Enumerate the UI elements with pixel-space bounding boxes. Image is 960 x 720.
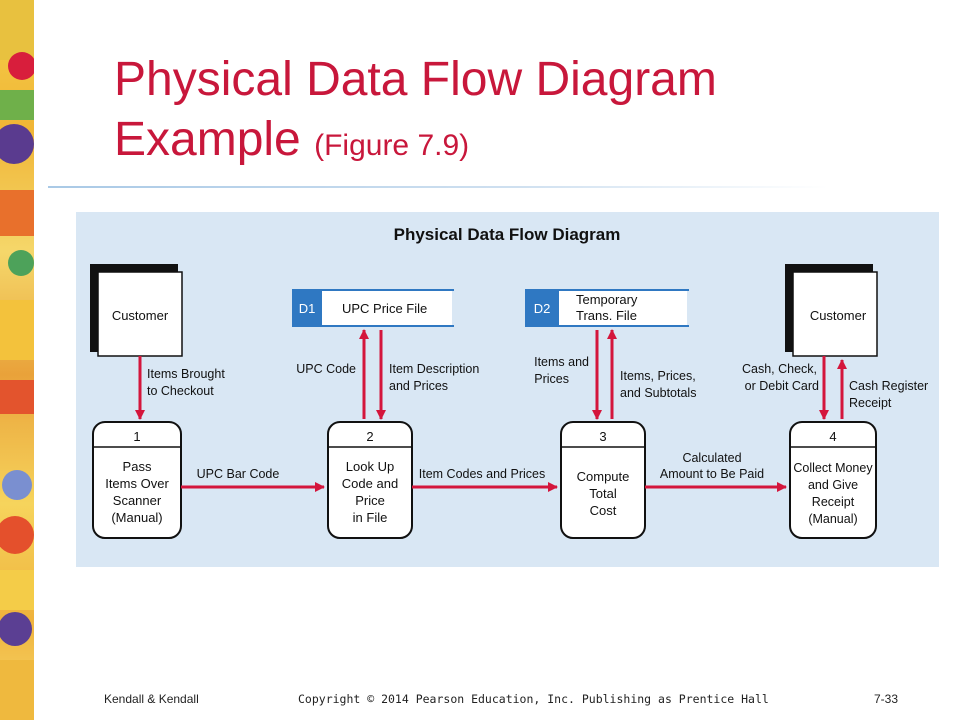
process-label-line: Collect Money — [793, 461, 873, 475]
flow-label: Cash Register — [849, 379, 928, 393]
process-number: 3 — [599, 429, 606, 444]
footer-page-number: 7-33 — [874, 692, 899, 706]
strip-dot — [0, 516, 34, 554]
process-label-line: Total — [589, 486, 617, 501]
strip-dot — [0, 612, 32, 646]
flow-label: UPC Bar Code — [197, 467, 280, 481]
title-line2: Example — [114, 113, 301, 166]
process-label-line: Scanner — [113, 493, 162, 508]
strip-band — [0, 300, 34, 360]
process-number: 4 — [829, 429, 836, 444]
slide-title: Physical Data Flow Diagram Example (Figu… — [114, 50, 717, 176]
flow-label: and Subtotals — [620, 386, 696, 400]
process-2: 2 Look Up Code and Price in File — [327, 421, 413, 539]
process-label-line: Look Up — [346, 459, 394, 474]
diagram-heading: Physical Data Flow Diagram — [394, 225, 621, 244]
decorative-side-strip — [0, 0, 34, 720]
diagram-panel: Physical Data Flow Diagram Customer Cust… — [76, 212, 939, 567]
flow-label: Item Codes and Prices — [419, 467, 545, 481]
strip-dot — [8, 52, 34, 80]
process-label-line: Cost — [590, 503, 617, 518]
strip-dot — [2, 470, 32, 500]
entity-label: Customer — [112, 308, 169, 323]
process-1: 1 Pass Items Over Scanner (Manual) — [92, 421, 182, 539]
footer-author: Kendall & Kendall — [104, 692, 199, 706]
data-store-d1: D1 UPC Price File — [292, 289, 454, 327]
process-label-line: Compute — [577, 469, 630, 484]
process-label-line: Price — [355, 493, 385, 508]
process-3: 3 Compute Total Cost — [560, 421, 646, 539]
external-entity-customer-right: Customer — [785, 264, 878, 357]
strip-band — [0, 0, 34, 60]
flow-label: UPC Code — [296, 362, 356, 376]
strip-band — [0, 660, 34, 720]
process-number: 2 — [366, 429, 373, 444]
flow-label: Items, Prices, — [620, 369, 696, 383]
flow-label: Cash, Check, — [742, 362, 817, 376]
flow-label: Calculated — [682, 451, 741, 465]
data-flow-diagram: Physical Data Flow Diagram Customer Cust… — [90, 225, 928, 539]
strip-dot — [0, 124, 34, 164]
store-name-line: Trans. File — [576, 308, 637, 323]
external-entity-customer-left: Customer — [90, 264, 183, 357]
figure-reference: (Figure 7.9) — [314, 129, 470, 162]
strip-band — [0, 380, 34, 414]
strip-band — [0, 90, 34, 120]
strip-dot — [8, 250, 34, 276]
process-4: 4 Collect Money and Give Receipt (Manual… — [789, 421, 877, 539]
store-name-line: Temporary — [576, 292, 638, 307]
entity-label: Customer — [810, 308, 867, 323]
process-label-line: Pass — [123, 459, 152, 474]
flow-label: Item Description — [389, 362, 479, 376]
store-id: D2 — [534, 301, 551, 316]
flow-label: or Debit Card — [745, 379, 819, 393]
data-store-d2: D2 Temporary Trans. File — [525, 289, 689, 327]
store-id: D1 — [299, 301, 316, 316]
process-label-line: Receipt — [812, 495, 855, 509]
process-label-line: (Manual) — [808, 512, 857, 526]
flow-label: Receipt — [849, 396, 892, 410]
process-label-line: Code and — [342, 476, 398, 491]
process-label-line: (Manual) — [111, 510, 162, 525]
flow-label: Items Brought — [147, 367, 225, 381]
flow-label: Items and — [534, 355, 589, 369]
process-label-line: in File — [353, 510, 388, 525]
strip-band — [0, 190, 34, 236]
strip-band — [0, 570, 34, 610]
process-label-line: and Give — [808, 478, 858, 492]
footer-copyright: Copyright © 2014 Pearson Education, Inc.… — [298, 692, 769, 706]
title-line1: Physical Data Flow Diagram — [114, 53, 717, 106]
process-label-line: Items Over — [105, 476, 169, 491]
flow-label: and Prices — [389, 379, 448, 393]
flow-label: Prices — [534, 372, 569, 386]
title-divider — [48, 186, 828, 188]
flow-label: Amount to Be Paid — [660, 467, 764, 481]
process-number: 1 — [133, 429, 140, 444]
flow-label: to Checkout — [147, 384, 214, 398]
store-name: UPC Price File — [342, 301, 427, 316]
